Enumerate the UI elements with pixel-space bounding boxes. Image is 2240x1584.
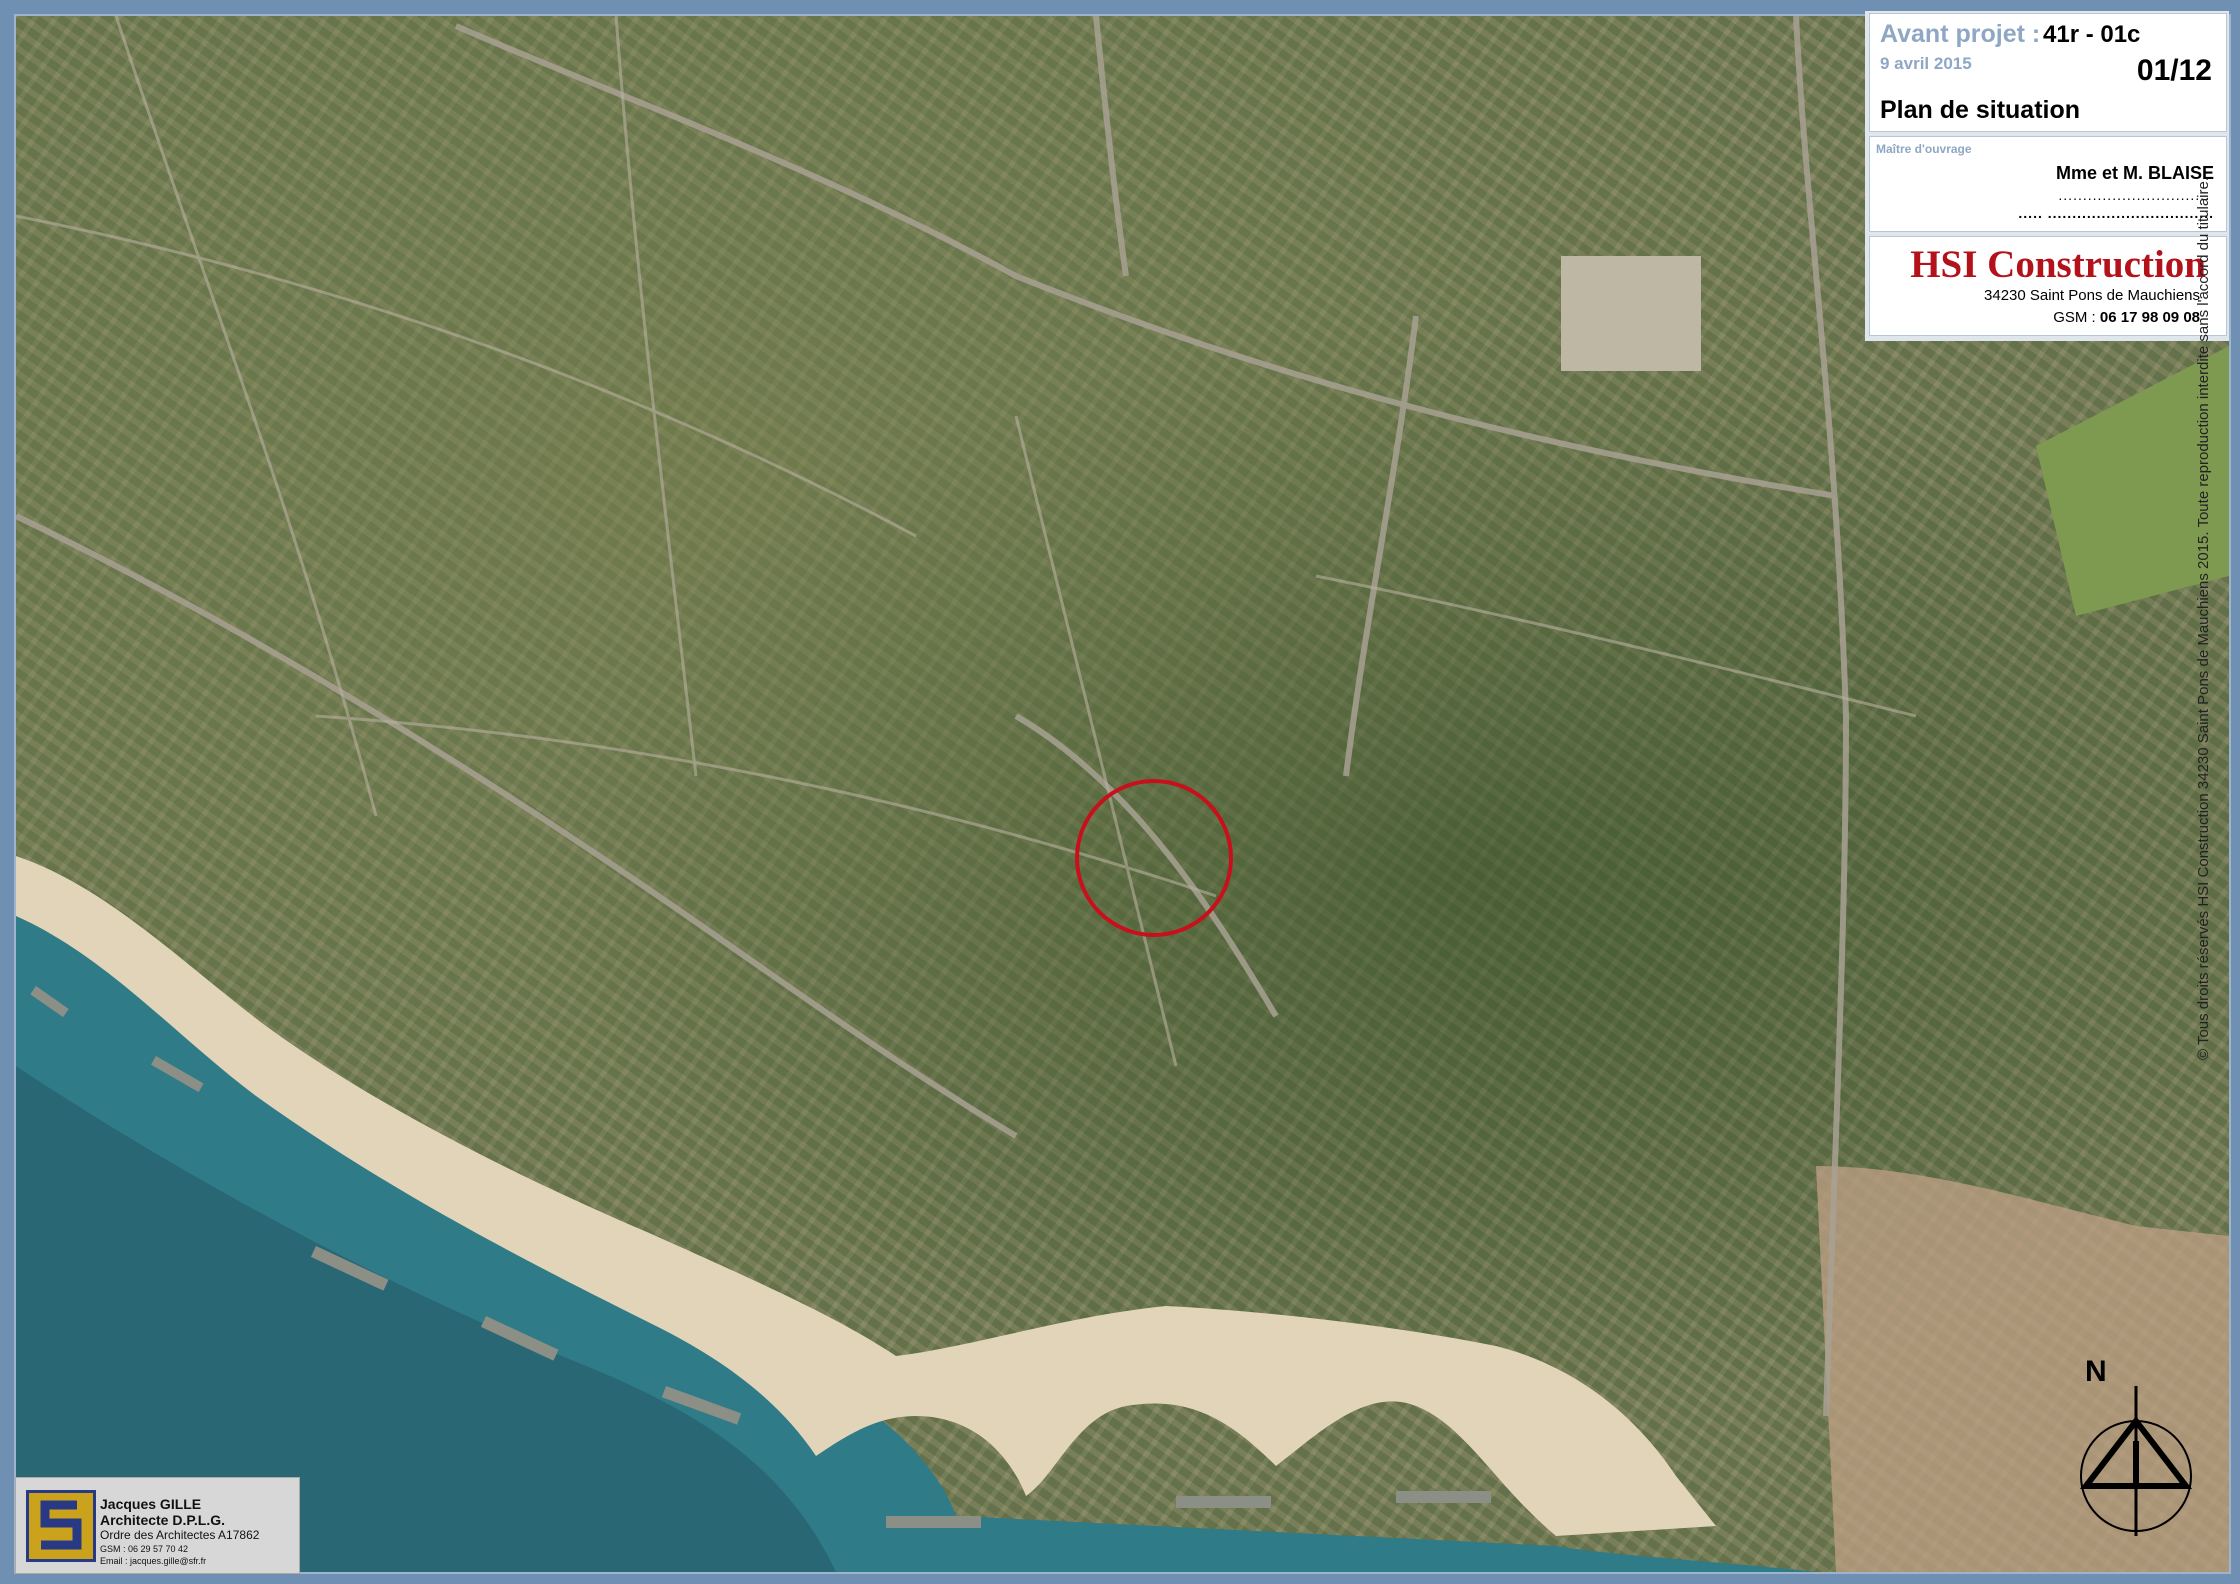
architect-order: Ordre des Architectes A17862 — [100, 1528, 260, 1542]
aerial-map[interactable] — [14, 14, 2231, 1574]
deep-sea — [16, 1066, 836, 1572]
roads — [16, 16, 1850, 1417]
gsm-label: GSM : — [2053, 309, 2096, 326]
client-name: Mme et M. BLAISE — [2055, 163, 2214, 183]
title-block: Avant projet : 41r - 01c 9 avril 2015 01… — [1865, 11, 2229, 341]
company-name: HSI Construction — [1910, 243, 2206, 286]
dots-line-2: ..... .................................. — [2018, 205, 2214, 221]
project-code: 41r - 01c — [2043, 21, 2141, 48]
copyright-notice: © Tous droits réservés HSI Construction … — [2195, 176, 2212, 1060]
company-address: 34230 Saint Pons de Mauchiens — [1984, 287, 2200, 304]
site-marker — [1075, 779, 1233, 937]
architect-title: Architecte D.P.L.G. — [100, 1512, 226, 1528]
architect-name: Jacques GILLE — [100, 1496, 202, 1512]
north-arrow-icon — [2079, 1386, 2193, 1536]
gsm-number: 06 17 98 09 08 — [2099, 309, 2200, 326]
marina-district — [1816, 1166, 2229, 1572]
architect-stamp: Jacques GILLE Architecte D.P.L.G. Ordre … — [15, 1477, 300, 1574]
project-date: 9 avril 2015 — [1880, 54, 1972, 73]
client-box: Maître d'ouvrage Mme et M. BLAISE ......… — [1869, 136, 2227, 232]
architect-email: Email : jacques.gille@sfr.fr — [100, 1556, 207, 1566]
maitre-ouvrage-label: Maître d'ouvrage — [1876, 142, 1972, 156]
company-box: HSI Construction 34230 Saint Pons de Mau… — [1869, 236, 2227, 336]
sports-ground — [1561, 256, 1701, 371]
jetties — [30, 986, 1491, 1528]
golf-course — [2036, 346, 2229, 616]
page-number: 01/12 — [2136, 54, 2212, 87]
north-label: N — [2085, 1355, 2107, 1388]
project-info-box: Avant projet : 41r - 01c 9 avril 2015 01… — [1869, 13, 2227, 132]
architect-gsm: GSM : 06 29 57 70 42 — [100, 1544, 189, 1554]
architect-logo-icon — [26, 1490, 96, 1562]
company-gsm: GSM : 06 17 98 09 08 — [2053, 309, 2200, 326]
dots-line-1: ............................... — [2058, 187, 2210, 203]
map-drawing — [16, 16, 2229, 1572]
sheet-title: Plan de situation — [1880, 96, 2081, 124]
avant-projet-label: Avant projet : — [1880, 20, 2041, 48]
beach — [16, 856, 1716, 1536]
minor-roads — [16, 16, 1917, 1067]
